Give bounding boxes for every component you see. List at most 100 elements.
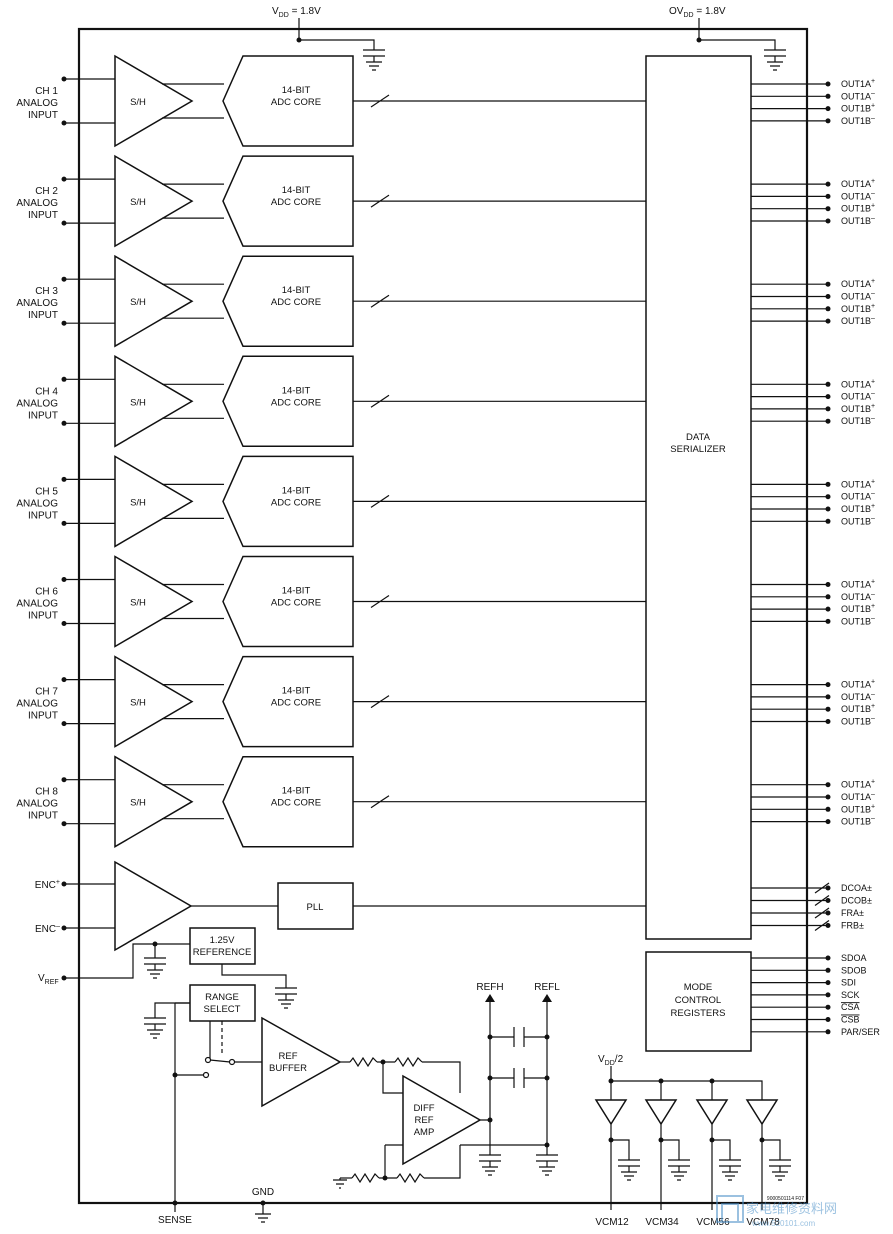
- output-group-7: OUT1A+OUT1A–OUT1B+OUT1B–: [751, 679, 875, 727]
- control-pin-5: CSA: [841, 1002, 860, 1012]
- channel-5-label-line-2: ANALOG: [16, 498, 58, 509]
- refh-arrow-icon: [485, 994, 495, 1002]
- enc-neg-label: ENC–: [35, 923, 60, 935]
- output-8-pin-2: OUT1A–: [841, 791, 875, 802]
- adc-core-5-line-1: 14-BIT: [282, 485, 311, 496]
- output-7-pin-1: OUT1A+: [841, 679, 875, 690]
- channel-6-label-line-3: INPUT: [28, 611, 58, 622]
- adc-core-2-line-1: 14-BIT: [282, 185, 311, 196]
- range-select-capacitor-icon: [144, 1017, 166, 1039]
- output-2-pin-2: OUT1A–: [841, 190, 875, 201]
- output-6-pin-4: OUT1B–: [841, 615, 875, 626]
- adc-core-3-line-1: 14-BIT: [282, 285, 311, 296]
- sample-hold-1-icon: [114, 54, 194, 148]
- reference-line-2: REFERENCE: [193, 947, 252, 958]
- vcm-buffer-2-icon: [644, 1099, 678, 1126]
- ovdd-label: OVDD = 1.8V: [669, 6, 726, 19]
- vref-label: VREF: [38, 973, 59, 986]
- mode-control-line-3: REGISTERS: [671, 1008, 726, 1019]
- output-5-pin-1: OUT1A+: [841, 478, 875, 489]
- output-4-pin-3: OUT1B+: [841, 403, 875, 414]
- sample-hold-7-icon: [114, 655, 194, 748]
- channel-2-label-line-3: INPUT: [28, 210, 58, 221]
- reference-capacitor-icon: [275, 987, 297, 1009]
- output-5-pin-3: OUT1B+: [841, 503, 875, 514]
- channel-8-label-line-3: INPUT: [28, 811, 58, 822]
- vcm-label-1: VCM12: [595, 1217, 629, 1228]
- diff-ref-amp-line-3: AMP: [414, 1127, 435, 1138]
- channel-4-label-line-1: CH 4: [35, 386, 58, 397]
- chip-outline: [77, 27, 809, 1205]
- sample-hold-5-icon: [114, 455, 194, 548]
- adc-core-1-line-2: ADC CORE: [271, 97, 321, 108]
- resistor-2-icon: [394, 1056, 423, 1068]
- switch-contact-lower: [202, 1071, 210, 1079]
- channel-7-label-line-1: CH 7: [35, 687, 58, 698]
- channel-8-label-line-1: CH 8: [35, 787, 58, 798]
- output-8-pin-4: OUT1B–: [841, 816, 875, 827]
- serializer-line-1: DATA: [686, 432, 711, 443]
- control-pin-1: SDOA: [841, 953, 867, 963]
- vcm-label-4: VCM78: [746, 1217, 780, 1228]
- output-3-pin-1: OUT1A+: [841, 278, 875, 289]
- figure-code: 9000501114 F07: [767, 1196, 804, 1202]
- vcm-buffer-1: VCM12: [594, 1081, 640, 1228]
- output-4-pin-2: OUT1A–: [841, 391, 875, 402]
- channel-5-label-line-1: CH 5: [35, 486, 58, 497]
- vref-capacitor-icon: [144, 957, 166, 979]
- channel-7-label-line-3: INPUT: [28, 711, 58, 722]
- vdd-half-label: VDD/2: [598, 1054, 624, 1067]
- diff-ref-amp-line-1: DIFF: [413, 1103, 434, 1114]
- output-3-pin-4: OUT1B–: [841, 315, 875, 326]
- sense-label: SENSE: [158, 1215, 192, 1226]
- output-1-pin-1: OUT1A+: [841, 78, 875, 89]
- range-select-line-1: RANGE: [205, 992, 239, 1003]
- sample-hold-5-label: S/H: [130, 497, 146, 508]
- control-pin-3: SDI: [841, 978, 856, 988]
- channel-3-label-line-2: ANALOG: [16, 298, 58, 309]
- channel-3-label-line-1: CH 3: [35, 286, 58, 297]
- output-2-pin-4: OUT1B–: [841, 215, 875, 226]
- output-group-2: OUT1A+OUT1A–OUT1B+OUT1B–: [751, 178, 875, 226]
- output-group-3: OUT1A+OUT1A–OUT1B+OUT1B–: [751, 278, 875, 326]
- output-4-pin-4: OUT1B–: [841, 415, 875, 426]
- range-select-block: [189, 984, 256, 1022]
- control-pin-7: PAR/SER: [841, 1027, 880, 1037]
- switch-contact-out: [228, 1058, 236, 1066]
- sample-hold-4-icon: [114, 354, 194, 448]
- watermark-cn: 家电维修资料网: [746, 1201, 837, 1216]
- output-group-4: OUT1A+OUT1A–OUT1B+OUT1B–: [751, 378, 875, 426]
- sample-hold-3-icon: [114, 254, 194, 348]
- clock-output-2: DCOB±: [841, 896, 872, 906]
- channel-1-label-line-3: INPUT: [28, 110, 58, 121]
- control-pin-2: SDOB: [841, 965, 867, 975]
- adc-core-7-line-1: 14-BIT: [282, 686, 311, 697]
- vcm-3-capacitor-icon: [719, 1159, 741, 1181]
- ref-buffer-icon: [261, 1016, 342, 1108]
- adc-core-8-line-2: ADC CORE: [271, 798, 321, 809]
- diff-ref-amp-icon: [402, 1074, 482, 1166]
- range-select-line-2: SELECT: [204, 1004, 241, 1015]
- data-serializer-block: [645, 55, 752, 940]
- ovdd-bypass-capacitor-icon: [764, 49, 786, 71]
- channel-3-label-line-3: INPUT: [28, 310, 58, 321]
- output-1-pin-4: OUT1B–: [841, 115, 875, 126]
- sample-hold-4-label: S/H: [130, 397, 146, 408]
- refh-capacitor-icon: [479, 1154, 501, 1176]
- output-group-8: OUT1A+OUT1A–OUT1B+OUT1B–: [751, 779, 875, 827]
- vcm-1-capacitor-icon: [618, 1159, 640, 1181]
- output-group-1: OUT1A+OUT1A–OUT1B+OUT1B–: [751, 78, 875, 126]
- enc-pos-label: ENC+: [35, 879, 60, 891]
- sample-hold-2-label: S/H: [130, 197, 146, 208]
- sample-hold-8-icon: [114, 755, 194, 849]
- vcm-buffer-3: VCM56: [695, 1078, 741, 1228]
- sample-hold-6-label: S/H: [130, 598, 146, 609]
- adc-core-6-line-1: 14-BIT: [282, 586, 311, 597]
